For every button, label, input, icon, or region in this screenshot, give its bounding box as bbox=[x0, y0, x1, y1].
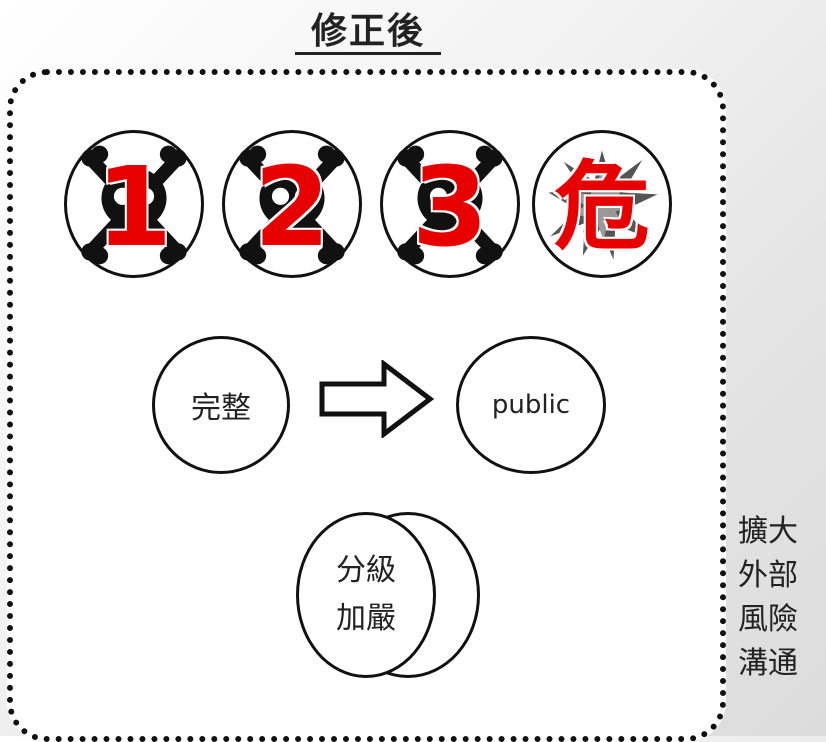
side-note-line: 風險 bbox=[738, 602, 798, 637]
front-circle: 分級 加嚴 bbox=[296, 512, 436, 678]
badge-label: 2 bbox=[253, 143, 331, 271]
badge-label: 1 bbox=[95, 143, 173, 271]
side-note-line: 溝通 bbox=[738, 646, 798, 681]
skull-crossbones-icon bbox=[81, 145, 187, 265]
tiered-line-2: 加嚴 bbox=[336, 601, 396, 636]
badge-3: 3 bbox=[380, 130, 520, 278]
tiered-line-1: 分級 bbox=[336, 553, 396, 588]
skull-crossbones-icon bbox=[239, 145, 345, 265]
tiered-text: 分級 加嚴 bbox=[336, 547, 396, 643]
side-note-line: 外部 bbox=[738, 558, 798, 593]
source-circle: 完整 bbox=[152, 336, 290, 474]
right-arrow-icon bbox=[319, 360, 434, 438]
side-note: 擴大 外部 風險 溝通 bbox=[738, 510, 826, 686]
title-underline bbox=[295, 52, 441, 55]
badge-row: 1 2 bbox=[64, 130, 684, 290]
badge-label: 3 bbox=[411, 143, 489, 271]
badge-1: 1 bbox=[64, 130, 204, 278]
source-label: 完整 bbox=[191, 391, 251, 426]
skull-crossbones-icon bbox=[397, 145, 503, 265]
badge-danger: 危 bbox=[532, 130, 672, 278]
page-title: 修正後 bbox=[310, 11, 425, 52]
burst-icon bbox=[548, 150, 658, 260]
badge-2: 2 bbox=[222, 130, 362, 278]
target-circle: public bbox=[456, 336, 606, 474]
side-note-line: 擴大 bbox=[738, 514, 798, 549]
badge-label: 危 bbox=[554, 151, 650, 263]
target-label: public bbox=[491, 390, 571, 420]
